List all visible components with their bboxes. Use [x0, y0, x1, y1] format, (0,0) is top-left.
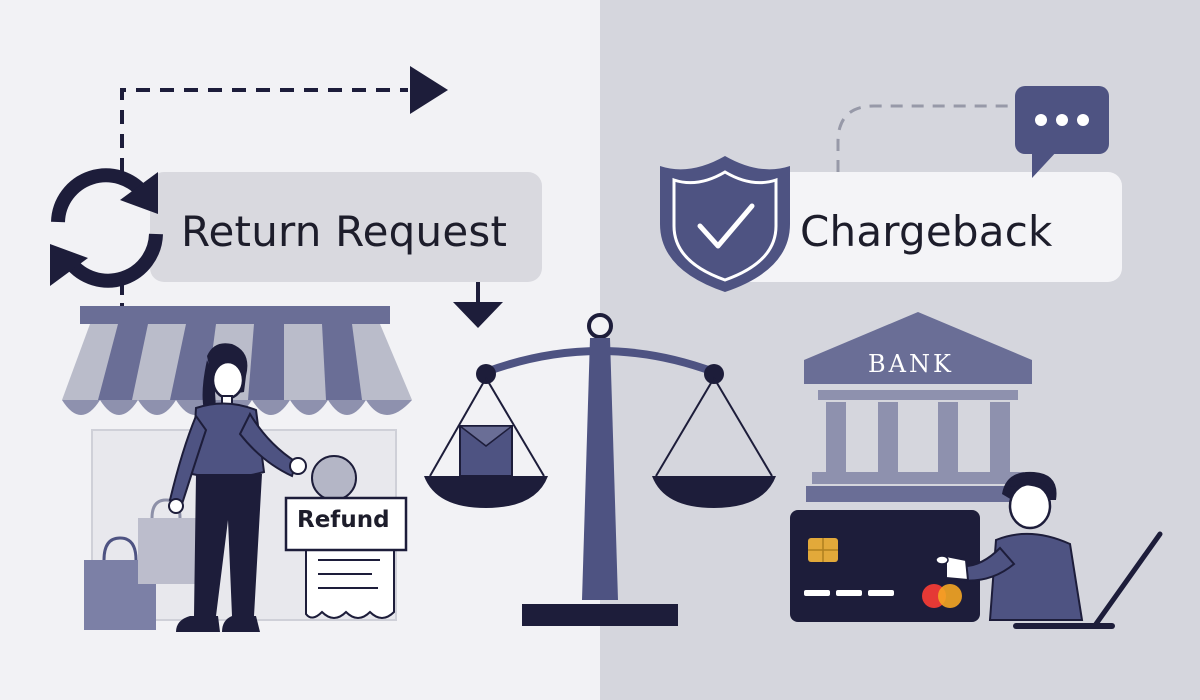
- customer-woman-figure: [168, 343, 307, 632]
- laptop-icon: [1013, 531, 1163, 629]
- chargeback-label: Chargeback: [800, 207, 1053, 256]
- chargeback-box: [720, 172, 1122, 282]
- bank-building-icon: [804, 312, 1032, 502]
- return-request-label: Return Request: [181, 207, 508, 256]
- chat-bubble-icon: [1015, 86, 1109, 178]
- bank-label: BANK: [868, 350, 954, 378]
- dashed-connector-left: [120, 88, 408, 172]
- refresh-cycle-icon: [50, 168, 163, 288]
- credit-card-icon: [790, 510, 980, 622]
- dashed-connector-right: [836, 104, 1012, 172]
- balance-scale-icon: [424, 313, 776, 626]
- customer-man-figure: [935, 471, 1084, 621]
- return-request-box: [150, 172, 542, 282]
- right-arrow-icon: [410, 66, 448, 114]
- down-arrow-icon: [453, 282, 503, 328]
- shield-check-icon: [660, 156, 790, 292]
- shopping-bag-icon: [84, 498, 202, 630]
- receipt-icon: [284, 455, 408, 619]
- refund-label: Refund: [297, 507, 390, 533]
